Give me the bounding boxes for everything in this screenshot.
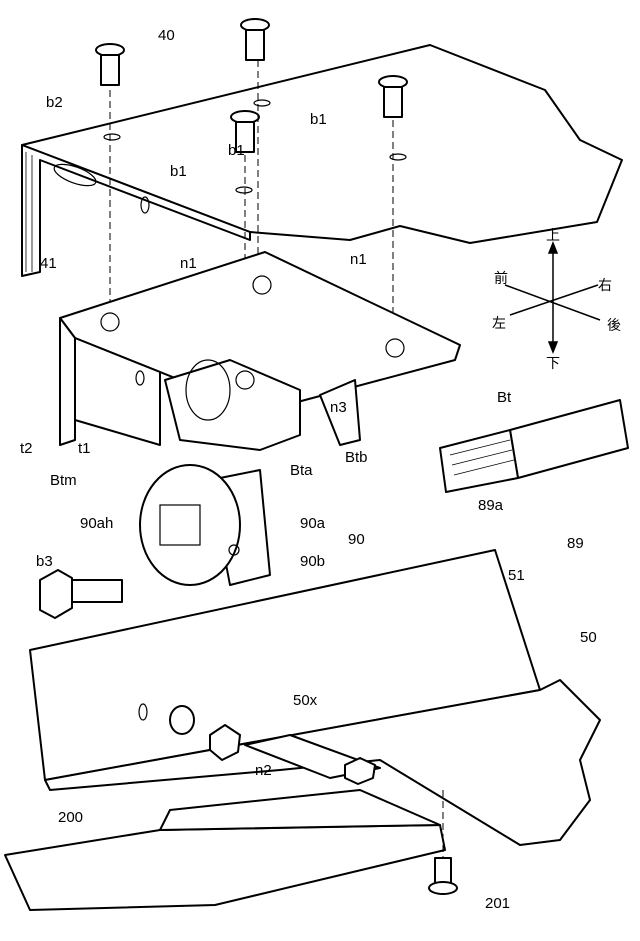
direction-right: 右 bbox=[598, 278, 612, 294]
label-n1: n1 bbox=[180, 255, 197, 272]
label-b3: b3 bbox=[36, 553, 53, 570]
label-51: 51 bbox=[508, 567, 525, 584]
label-btb: Btb bbox=[345, 449, 368, 466]
direction-indicator bbox=[505, 243, 600, 352]
label-201: 201 bbox=[485, 895, 510, 912]
plate-200 bbox=[5, 790, 445, 910]
label-n2: n2 bbox=[255, 762, 272, 779]
label-40: 40 bbox=[158, 27, 175, 44]
label-t2: t2 bbox=[20, 440, 33, 457]
label-bta: Bta bbox=[290, 462, 313, 479]
label-50: 50 bbox=[580, 629, 597, 646]
label-90ah: 90ah bbox=[80, 515, 113, 532]
direction-up: 上 bbox=[546, 228, 560, 244]
label-b2: b2 bbox=[46, 94, 63, 111]
label-90: 90 bbox=[348, 531, 365, 548]
direction-down: 下 bbox=[546, 356, 560, 372]
label-200: 200 bbox=[58, 809, 83, 826]
label-90a: 90a bbox=[300, 515, 326, 532]
label-btm: Btm bbox=[50, 472, 77, 489]
direction-left: 左 bbox=[492, 316, 506, 332]
label-t1: t1 bbox=[78, 440, 91, 457]
label-89a: 89a bbox=[478, 497, 504, 514]
label-n3: n3 bbox=[330, 399, 347, 416]
bolt-b3 bbox=[40, 570, 122, 618]
bracket-bt bbox=[60, 252, 460, 450]
label-b1: b1 bbox=[170, 163, 187, 180]
label-41: 41 bbox=[40, 255, 57, 272]
label-b1: b1 bbox=[310, 111, 327, 128]
knob-90 bbox=[140, 465, 270, 585]
direction-front: 前 bbox=[494, 270, 508, 287]
rod-89 bbox=[440, 400, 628, 492]
label-b1: b1 bbox=[228, 142, 245, 159]
label-bt: Bt bbox=[497, 389, 512, 406]
label-n1: n1 bbox=[350, 251, 367, 268]
direction-back: 後 bbox=[607, 318, 621, 334]
label-89: 89 bbox=[567, 535, 584, 552]
label-90b: 90b bbox=[300, 553, 325, 570]
label-50x: 50x bbox=[293, 692, 318, 709]
